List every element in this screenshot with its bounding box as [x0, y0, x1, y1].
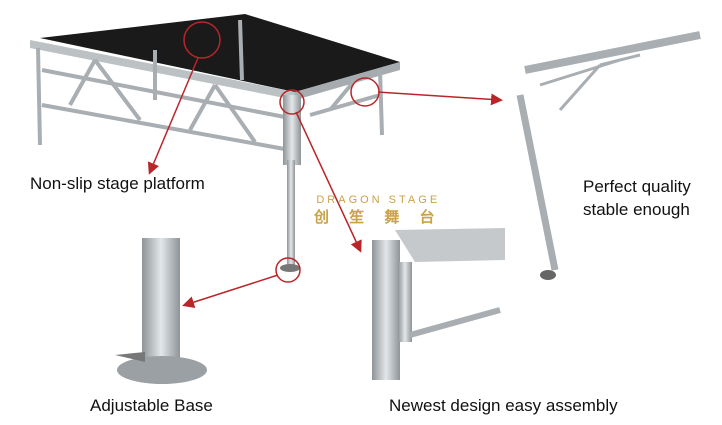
label-platform: Non-slip stage platform — [30, 174, 205, 193]
assembly-closeup — [372, 228, 505, 380]
label-assembly: Newest design easy assembly — [389, 396, 618, 415]
annotations — [147, 21, 503, 308]
watermark-english: DRAGON STAGE — [316, 194, 441, 206]
stage-platform — [30, 14, 400, 272]
base-closeup — [115, 238, 207, 384]
watermark: DRAGON STAGE 创 笙 舞 台 — [314, 194, 443, 227]
truss-closeup — [516, 31, 701, 280]
label-quality-1: Perfect quality — [583, 177, 691, 196]
label-base: Adjustable Base — [90, 396, 213, 415]
watermark-chinese: 创 笙 舞 台 — [314, 209, 443, 226]
label-quality-2: stable enough — [583, 200, 690, 219]
